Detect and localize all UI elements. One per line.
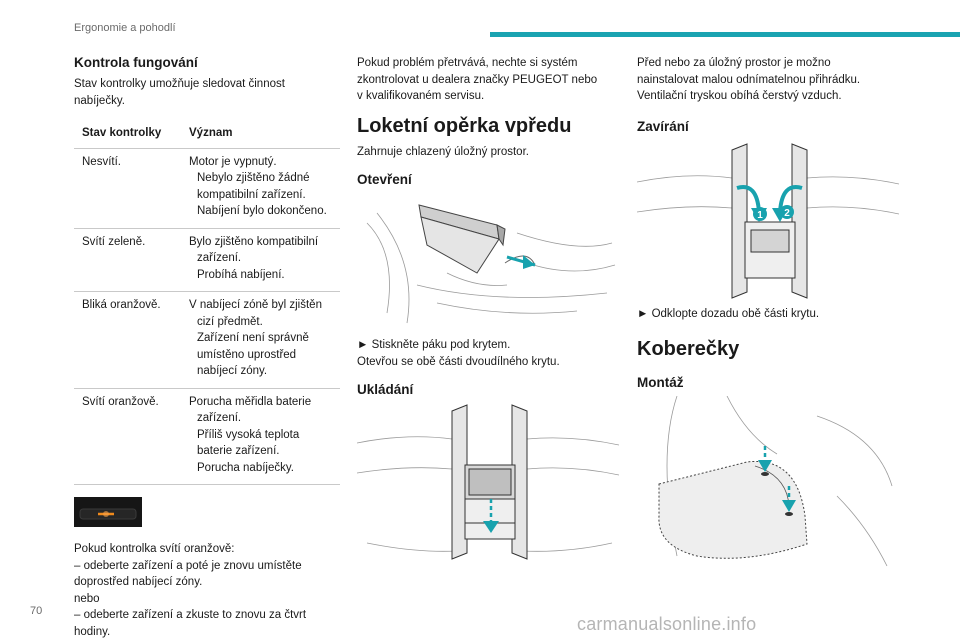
page-number: 70	[30, 605, 43, 617]
heading-close: Zavírání	[637, 118, 689, 134]
callout-2: 2	[784, 208, 790, 219]
armrest-open-illustration	[357, 193, 619, 329]
table-cell-state: Svítí oranžově.	[74, 388, 181, 485]
armrest-subtitle: Zahrnuje chlazený úložný prostor.	[357, 145, 529, 158]
armrest-close-illustration: 1 2	[636, 142, 900, 300]
table-header-row: Stav kontrolky Význam	[74, 119, 340, 149]
table-row: Nesvítí. Motor je vypnutý. Nebylo zjiště…	[74, 148, 340, 229]
heading-kontrola: Kontrola fungování	[74, 55, 198, 70]
table-cell-meaning: Motor je vypnutý. Nebylo zjištěno žádné …	[189, 155, 327, 218]
watermark: carmanualsonline.info	[577, 614, 757, 634]
table-cell-meaning: Bylo zjištěno kompatibilní zařízení. Pro…	[189, 235, 319, 281]
open-instruction: ► Stiskněte páku pod krytem. Otevřou se …	[357, 339, 560, 368]
table-row: Svítí oranžově. Porucha měřidla baterie …	[74, 388, 340, 485]
charger-light-icon	[79, 508, 137, 520]
table-cell-state: Svítí zeleně.	[74, 228, 181, 292]
table-header-meaning: Význam	[181, 119, 340, 149]
table-cell-meaning: Porucha měřidla baterie zařízení. Příliš…	[189, 395, 312, 474]
intro-text: Stav kontrolky umožňuje sledovat činnost…	[74, 78, 285, 107]
callout-1: 1	[757, 210, 763, 221]
table-header-state: Stav kontrolky	[74, 119, 181, 149]
table-cell-state: Bliká oranžově.	[74, 291, 181, 389]
mat-mounting-illustration	[637, 395, 899, 568]
charger-indicator-image	[74, 497, 142, 527]
removable-compartment-text: Před nebo za úložný prostor je možno nai…	[637, 57, 861, 102]
header-section-title: Ergonomie a pohodlí	[74, 22, 176, 34]
table-cell-meaning: V nabíjecí zóně byl zjištěn cizí předmět…	[189, 299, 322, 377]
armrest-storage-illustration	[356, 403, 620, 561]
table-row: Bliká oranžově. V nabíjecí zóně byl zjiš…	[74, 291, 340, 389]
armrest-title: Loketní opěrka vpředu	[357, 114, 572, 137]
orange-note: Pokud kontrolka svítí oranžově: – odeber…	[74, 543, 307, 638]
table-cell-state: Nesvítí.	[74, 148, 181, 229]
header-accent-bar	[490, 32, 960, 37]
mats-title: Koberečky	[637, 338, 740, 360]
column-3: Před nebo za úložný prostor je možno nai…	[636, 55, 900, 568]
heading-mount: Montáž	[637, 375, 684, 390]
status-table: Stav kontrolky Význam Nesvítí. Motor je …	[74, 119, 340, 485]
heading-open: Otevření	[357, 172, 412, 187]
close-instruction: ► Odklopte dozadu obě části krytu.	[637, 307, 820, 320]
column-1: Kontrola fungování Stav kontrolky umožňu…	[74, 55, 340, 640]
table-row: Svítí zeleně. Bylo zjištěno kompatibilní…	[74, 228, 340, 292]
column-2: Pokud problém přetrvává, nechte si systé…	[356, 55, 620, 561]
persist-text: Pokud problém přetrvává, nechte si systé…	[357, 57, 598, 102]
heading-store: Ukládání	[357, 382, 414, 397]
